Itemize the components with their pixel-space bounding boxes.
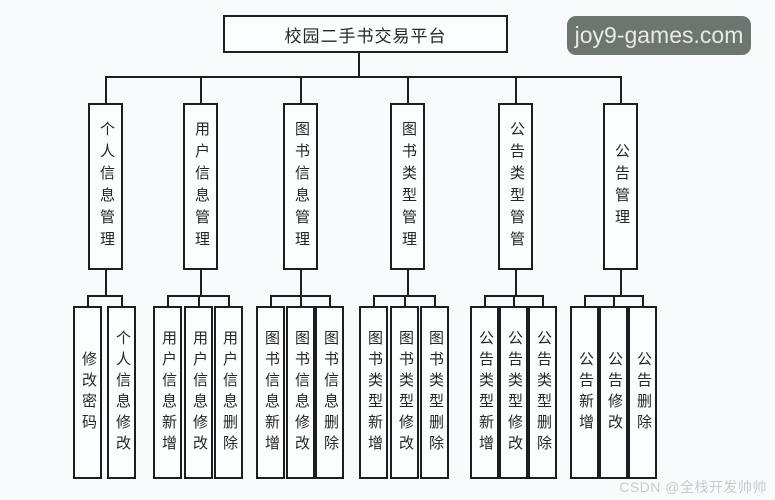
- connector-line: [120, 295, 123, 306]
- branch-node: 公告类型管管: [498, 103, 533, 270]
- leaf-node: 个人信息修改: [107, 306, 136, 479]
- connector-line: [199, 76, 202, 103]
- branch-node: 个人信息管理: [88, 103, 123, 270]
- connector-line: [104, 270, 107, 295]
- connector-line: [406, 270, 409, 295]
- leaf-node: 图书信息删除: [315, 306, 344, 479]
- connector-line: [433, 295, 436, 306]
- connector-line: [641, 295, 644, 306]
- connector-line: [199, 270, 202, 295]
- connector-line: [104, 76, 107, 103]
- csdn-watermark: CSDN @全栈开发帅帅: [619, 479, 767, 495]
- branch-node: 图书类型管理: [390, 103, 425, 270]
- connector-line: [514, 76, 517, 103]
- leaf-node: 用户信息删除: [214, 306, 243, 479]
- branch-node: 公告管理: [603, 103, 638, 270]
- connector-line: [227, 295, 230, 306]
- branch-node: 图书信息管理: [283, 103, 318, 270]
- connector-line: [269, 295, 272, 306]
- connector-line: [512, 295, 515, 306]
- leaf-node: 用户信息新增: [153, 306, 182, 479]
- leaf-node: 用户信息修改: [184, 306, 213, 479]
- leaf-node: 公告新增: [570, 306, 599, 479]
- leaf-node: 公告类型修改: [499, 306, 528, 479]
- leaf-node: 公告删除: [628, 306, 657, 479]
- connector-line: [583, 295, 586, 306]
- connector-line: [104, 76, 622, 78]
- connector-line: [299, 270, 302, 295]
- leaf-node: 图书类型修改: [390, 306, 419, 479]
- connector-line: [197, 295, 200, 306]
- leaf-node: 修改密码: [73, 306, 102, 479]
- connector-line: [483, 295, 486, 306]
- connector-line: [514, 270, 517, 295]
- connector-line: [403, 295, 406, 306]
- connector-line: [86, 295, 89, 306]
- connector-line: [86, 295, 123, 297]
- connector-line: [406, 76, 409, 103]
- connector-line: [299, 295, 302, 306]
- root-node-label: 校园二手书交易平台: [284, 26, 447, 46]
- connector-line: [619, 76, 622, 103]
- site-watermark-text: joy9-games.com: [574, 22, 744, 48]
- connector-line: [328, 295, 331, 306]
- connector-line: [372, 295, 375, 306]
- leaf-node: 公告类型删除: [528, 306, 557, 479]
- connector-line: [358, 53, 360, 76]
- connector-line: [612, 295, 615, 306]
- connector-line: [541, 295, 544, 306]
- connector-line: [166, 295, 169, 306]
- leaf-node: 公告修改: [599, 306, 628, 479]
- connector-line: [299, 76, 302, 103]
- root-node: 校园二手书交易平台: [223, 15, 508, 53]
- branch-node: 用户信息管理: [183, 103, 218, 270]
- leaf-node: 图书类型删除: [420, 306, 449, 479]
- site-watermark-badge: joy9-games.com: [567, 16, 751, 55]
- connector-line: [619, 270, 622, 295]
- leaf-node: 图书信息新增: [256, 306, 285, 479]
- leaf-node: 图书信息修改: [286, 306, 315, 479]
- leaf-node: 图书类型新增: [359, 306, 388, 479]
- leaf-node: 公告类型新增: [470, 306, 499, 479]
